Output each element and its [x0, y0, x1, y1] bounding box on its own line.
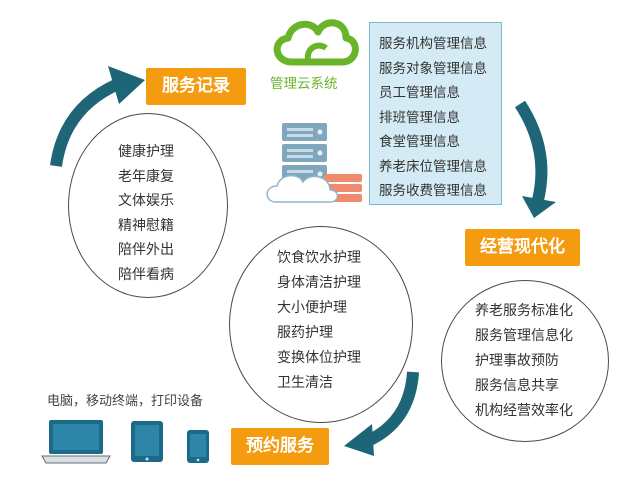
- management-info-item: 服务机构管理信息: [379, 36, 487, 52]
- server-icon: [282, 123, 327, 183]
- care-items-list: 饮食饮水护理 身体清洁护理 大小便护理 服药护理 变换体位护理 卫生清洁: [277, 247, 361, 397]
- arrow-bottom-right-head: [344, 424, 374, 456]
- management-info-item: 养老床位管理信息: [379, 158, 487, 175]
- list-item: 精神慰籍: [118, 217, 174, 234]
- list-item: 变换体位护理: [277, 350, 361, 366]
- care-items-circle: [229, 226, 413, 423]
- list-item: 陪伴看病: [118, 266, 174, 283]
- management-info-item: 排班管理信息: [379, 109, 460, 126]
- modernization-list: 养老服务标准化 服务管理信息化 护理事故预防 服务信息共享 机构经营效率化: [475, 300, 573, 425]
- arrow-bottom-right: [367, 371, 419, 446]
- list-item: 身体清洁护理: [277, 275, 361, 291]
- list-item: 陪伴外出: [118, 242, 174, 258]
- brand-name: 管理云系统: [270, 76, 338, 92]
- cloud-logo-icon: [273, 19, 359, 66]
- list-item: 健康护理: [118, 144, 174, 160]
- cloud-icon: [266, 174, 339, 203]
- label-booking-service: 预约服务: [231, 428, 329, 465]
- list-item: 机构经营效率化: [475, 403, 573, 419]
- laptop-icon: [41, 420, 111, 464]
- list-item: 服药护理: [277, 325, 333, 341]
- arrow-top-right-head: [522, 196, 556, 218]
- list-item: 饮食饮水护理: [277, 250, 361, 266]
- tablet-icon: [131, 421, 163, 462]
- label-operation-modernization: 经营现代化: [465, 229, 580, 266]
- phone-icon: [187, 430, 209, 463]
- list-item: 护理事故预防: [475, 353, 559, 369]
- list-item: 服务信息共享: [475, 378, 559, 394]
- service-record-circle: [68, 113, 228, 298]
- management-info-item: 服务对象管理信息: [379, 60, 487, 77]
- list-item: 服务管理信息化: [475, 328, 573, 344]
- list-item: 养老服务标准化: [475, 303, 573, 319]
- management-info-item: 服务收费管理信息: [379, 183, 487, 199]
- arrow-top-right: [514, 100, 548, 202]
- management-info-item: 员工管理信息: [379, 85, 460, 101]
- devices-caption: 电脑，移动终端，打印设备: [47, 394, 204, 409]
- list-item: 文体娱乐: [118, 193, 174, 209]
- arrow-top-left-head: [108, 66, 145, 104]
- management-info-box: 服务机构管理信息 服务对象管理信息 员工管理信息 排班管理信息 食堂管理信息 养…: [369, 22, 502, 205]
- list-item: 卫生清洁: [277, 375, 333, 391]
- list-item: 大小便护理: [277, 300, 347, 316]
- label-service-record: 服务记录: [146, 68, 246, 105]
- list-item: 老年康复: [118, 168, 174, 185]
- modernization-circle: [441, 280, 609, 442]
- arrow-top-left: [50, 78, 121, 167]
- management-info-item: 食堂管理信息: [379, 134, 460, 150]
- service-record-list: 健康护理 老年康复 文体娱乐 精神慰籍 陪伴外出 陪伴看病: [118, 141, 174, 288]
